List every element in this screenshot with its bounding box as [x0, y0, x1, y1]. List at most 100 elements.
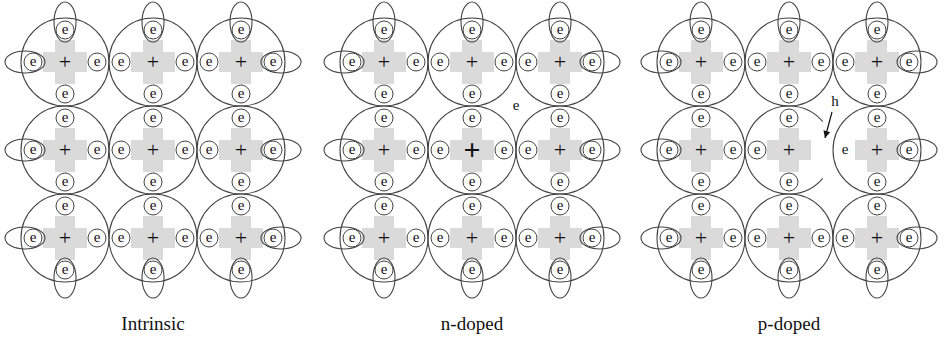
electron-ring	[812, 53, 830, 71]
electron-label: e	[381, 22, 388, 37]
electron-label: e	[381, 110, 388, 125]
atom-core	[131, 216, 175, 260]
electron-label: e	[786, 110, 793, 125]
electron-label: e	[270, 142, 277, 157]
atom-shell	[340, 18, 428, 106]
ion-sign: +	[378, 139, 390, 161]
electron-ring	[692, 109, 710, 127]
electron-ring	[660, 53, 678, 71]
atom-core	[767, 216, 811, 260]
atom-core	[362, 128, 406, 172]
electron-ring	[144, 85, 162, 103]
electron-label: e	[786, 22, 793, 37]
atom-shell	[340, 106, 428, 194]
electron-ring	[24, 141, 42, 159]
ion-sign: +	[147, 51, 159, 73]
electron-ring	[56, 197, 74, 215]
bond-loop	[690, 258, 712, 298]
atom-shell	[340, 194, 428, 282]
electron-ring	[812, 229, 830, 247]
bond-loop	[5, 227, 45, 249]
electron-label: e	[730, 230, 737, 245]
ion-sign: +	[378, 51, 390, 73]
electron-ring	[144, 261, 162, 279]
electron-label: e	[698, 110, 705, 125]
electron-ring	[583, 53, 601, 71]
electron-label: e	[501, 142, 508, 157]
atom-core	[131, 40, 175, 84]
electron-label: e	[698, 198, 705, 213]
hole-arrowhead	[823, 130, 830, 138]
atom-core	[450, 128, 494, 172]
electron-label: e	[238, 22, 245, 37]
ion-sign: +	[235, 227, 247, 249]
electron-ring	[748, 141, 766, 159]
electron-label: e	[557, 174, 564, 189]
electron-label: e	[30, 142, 37, 157]
atom-shell	[657, 106, 745, 194]
atom-core	[43, 40, 87, 84]
electron-ring	[343, 53, 361, 71]
atom-core	[362, 40, 406, 84]
electron-label: e	[62, 110, 69, 125]
bond-loop	[54, 258, 76, 298]
atom-shell	[428, 194, 516, 282]
electron-label: e	[62, 86, 69, 101]
electron-ring	[495, 229, 513, 247]
electron-ring	[375, 173, 393, 191]
bond-loop	[580, 227, 620, 249]
electron-label: e	[557, 86, 564, 101]
bond-loop	[690, 2, 712, 42]
electron-label: e	[589, 230, 596, 245]
electron-label: e	[874, 262, 881, 277]
ion-sign: +	[59, 51, 71, 73]
bond-loop	[866, 258, 888, 298]
atom-core	[855, 128, 899, 172]
electron-ring	[868, 197, 886, 215]
bond-loop	[897, 139, 937, 161]
electron-ring	[692, 173, 710, 191]
electron-label: e	[842, 142, 849, 157]
electron-label: e	[874, 110, 881, 125]
electron-ring	[56, 173, 74, 191]
atom-core	[767, 40, 811, 84]
atom-core	[679, 216, 723, 260]
electron-ring	[375, 109, 393, 127]
electron-label: e	[666, 142, 673, 157]
electron-ring	[836, 53, 854, 71]
ion-sign: +	[235, 51, 247, 73]
atom-core	[43, 128, 87, 172]
electron-ring	[780, 21, 798, 39]
electron-label: e	[206, 230, 213, 245]
electron-label: e	[238, 174, 245, 189]
ion-sign: +	[59, 139, 71, 161]
electron-label: e	[94, 230, 101, 245]
electron-ring	[56, 21, 74, 39]
ion-sign: +	[695, 51, 707, 73]
electron-label: e	[206, 142, 213, 157]
atom-shell	[109, 194, 197, 282]
atom-core	[362, 216, 406, 260]
electron-label: e	[469, 198, 476, 213]
electron-ring	[463, 109, 481, 127]
electron-label: e	[754, 54, 761, 69]
ion-sign: +	[871, 227, 883, 249]
electron-ring	[551, 261, 569, 279]
electron-ring	[375, 85, 393, 103]
electron-ring	[868, 261, 886, 279]
atom-shell	[109, 106, 197, 194]
electron-ring	[463, 197, 481, 215]
ion-sign: +	[466, 227, 478, 249]
electron-ring	[264, 229, 282, 247]
electron-ring	[407, 141, 425, 159]
electron-ring	[868, 85, 886, 103]
electron-label: e	[62, 262, 69, 277]
ion-sign: +	[235, 139, 247, 161]
electron-label: e	[150, 262, 157, 277]
electron-label: e	[818, 54, 825, 69]
electron-label: e	[381, 174, 388, 189]
electron-ring	[112, 141, 130, 159]
bond-loop	[461, 2, 483, 42]
atom-shell	[516, 194, 604, 282]
electron-ring	[463, 21, 481, 39]
